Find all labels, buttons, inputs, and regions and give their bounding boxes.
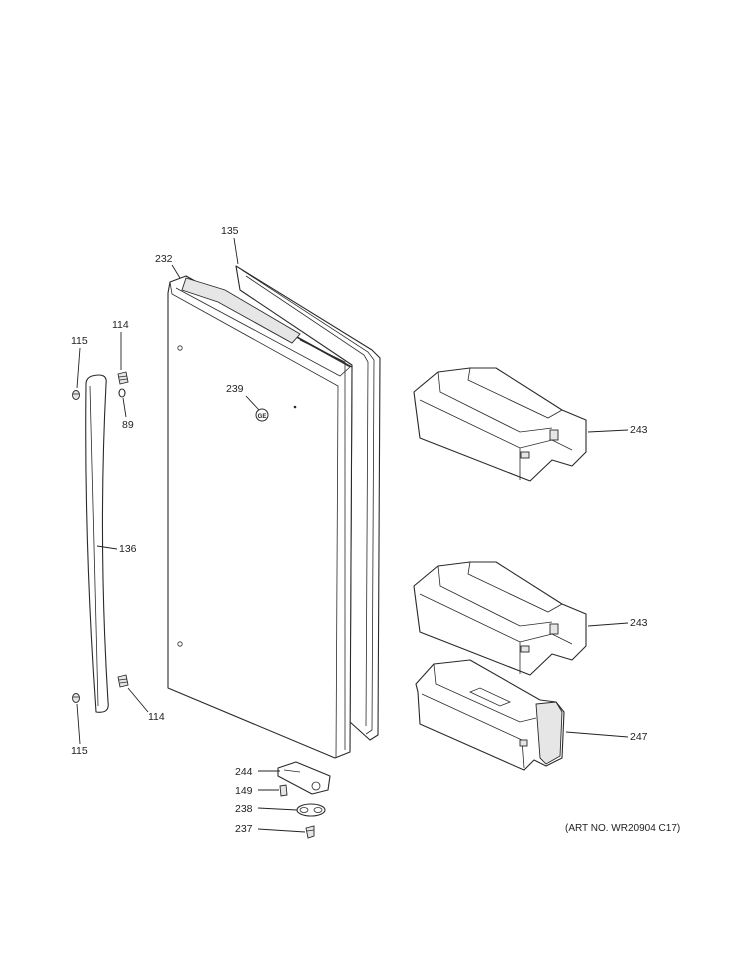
art-number-label: (ART NO. WR20904 C17) bbox=[565, 823, 681, 834]
callout-239: 239 bbox=[226, 383, 244, 395]
callout-247: 247 bbox=[630, 731, 648, 743]
callout-232: 232 bbox=[155, 253, 173, 265]
callout-238: 238 bbox=[235, 803, 253, 815]
hinge-pin bbox=[279, 784, 288, 797]
set-screw-bottom bbox=[72, 693, 80, 703]
door-screw-hole bbox=[293, 405, 297, 409]
door-gasket bbox=[235, 265, 381, 741]
leader-lines bbox=[76, 237, 629, 833]
door-bin-middle bbox=[413, 561, 587, 676]
callout-243-middle: 243 bbox=[630, 617, 648, 629]
handle-mount-screw-bottom bbox=[117, 674, 129, 688]
ge-logo-badge: GE bbox=[255, 408, 269, 422]
callout-labels: 135 232 114 115 89 239 243 136 243 247 1… bbox=[71, 225, 648, 835]
callout-114-top: 114 bbox=[112, 319, 129, 331]
hinge-bracket bbox=[277, 761, 331, 795]
door-bin-top bbox=[413, 367, 587, 482]
hinge-bushing bbox=[296, 803, 326, 817]
handle-mount-screw-top bbox=[117, 371, 129, 385]
washer bbox=[118, 388, 126, 398]
callout-114-bottom: 114 bbox=[148, 711, 165, 723]
callout-136: 136 bbox=[119, 543, 137, 555]
callout-243-top: 243 bbox=[630, 424, 648, 436]
door-handle bbox=[85, 374, 109, 713]
callout-237: 237 bbox=[235, 823, 253, 835]
hinge-screw bbox=[305, 825, 315, 839]
set-screw-top bbox=[72, 390, 80, 400]
door-bin-bottom bbox=[415, 659, 565, 771]
callout-115-bottom: 115 bbox=[71, 745, 88, 757]
callout-135: 135 bbox=[221, 225, 239, 237]
callout-89: 89 bbox=[122, 419, 134, 431]
door-assembly bbox=[167, 275, 353, 759]
callout-149: 149 bbox=[235, 785, 253, 797]
callout-244: 244 bbox=[235, 766, 253, 778]
callout-115-top: 115 bbox=[71, 335, 88, 347]
ge-logo-text: GE bbox=[258, 414, 267, 420]
